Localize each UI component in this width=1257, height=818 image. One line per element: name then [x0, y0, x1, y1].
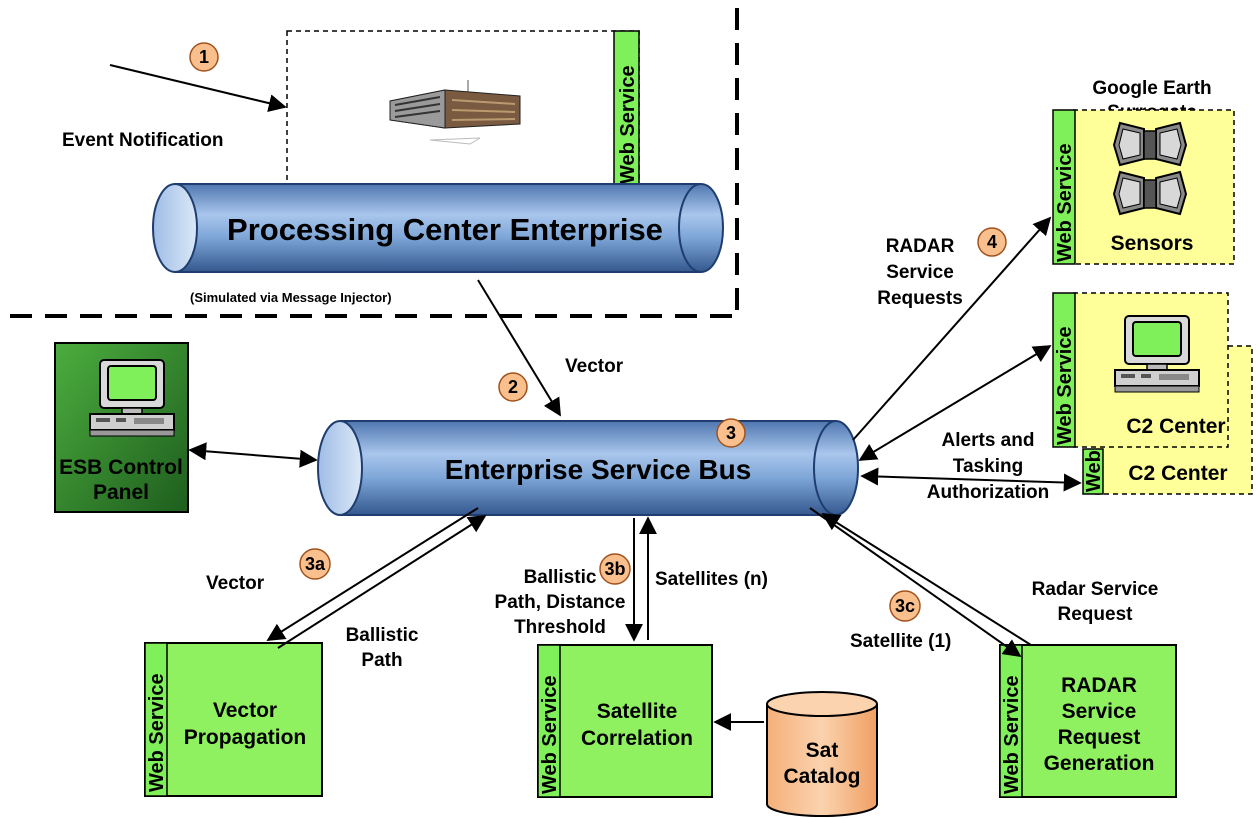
event-notification-label: Event Notification: [62, 130, 224, 151]
vector-top-arrow: [477, 279, 561, 417]
satellite-correlation-box: [537, 644, 713, 798]
vector-left-label: Vector: [206, 573, 265, 594]
simulated-note: (Simulated via Message Injector): [190, 290, 392, 305]
c2-center-arrow-a: [858, 345, 1052, 461]
c2-center-label-a: C2 Center: [1126, 415, 1225, 438]
step-3c-number: 3c: [895, 596, 915, 616]
satellite-1-arrow: [809, 507, 1022, 658]
satellite-correlation-label-2: Correlation: [581, 727, 693, 750]
c2-web-strip-small: [1082, 448, 1104, 495]
esb-computer-icon: [89, 359, 175, 437]
radar-generation-label-3: Request: [1058, 726, 1141, 749]
vector-top-label: Vector: [565, 356, 624, 377]
alerts-label-2: Tasking: [953, 456, 1023, 477]
vector-propagation-label-2: Propagation: [184, 726, 307, 749]
esb-pipe: [317, 420, 859, 516]
satellites-n-label: Satellites (n): [655, 569, 768, 590]
radar-requests-label-3: Requests: [877, 288, 963, 309]
sat-catalog-label-1: Sat: [806, 739, 839, 762]
c2-center-arrow-b: [860, 467, 1082, 492]
satellite-correlation-label-1: Satellite: [597, 700, 678, 723]
step-1-badge: 1: [189, 42, 219, 72]
event-notification-arrow: [109, 64, 287, 112]
radar-generation-label-4: Generation: [1044, 752, 1155, 775]
radar-generation-label-1: RADAR: [1061, 674, 1137, 697]
step-3a-number: 3a: [305, 554, 326, 574]
satellite-1-label: Satellite (1): [850, 631, 951, 652]
processing-center-title: Processing Center Enterprise: [227, 212, 663, 247]
radar-generation-label-2: Service: [1062, 700, 1137, 723]
sat-catalog-label-2: Catalog: [783, 765, 860, 788]
processing-center-pipe: [152, 183, 724, 273]
c2-computer-icon: [1114, 315, 1200, 393]
step-2-badge: 2: [498, 372, 528, 402]
c2-web-label-small: Web: [1083, 450, 1105, 492]
bp-dist-label-2: Path, Distance: [495, 592, 626, 613]
esb-title: Enterprise Service Bus: [445, 454, 752, 485]
vector-left-arrow: [266, 507, 479, 641]
step-3-number: 3: [726, 423, 736, 443]
radar-requests-label-1: RADAR: [886, 236, 955, 257]
step-3b-badge: 3b: [599, 553, 631, 585]
radar-requests-label-2: Service: [886, 262, 954, 283]
vp-web-service-label: Web Service: [146, 673, 168, 792]
bp-dist-label-1: Ballistic: [524, 567, 597, 588]
step-3c-badge: 3c: [889, 590, 921, 622]
radar-generation-box: [999, 644, 1177, 798]
building-icon: [389, 80, 521, 145]
c2-center-label-b: C2 Center: [1128, 462, 1227, 485]
processing-web-service-strip: [613, 30, 640, 187]
step-3b-number: 3b: [604, 559, 625, 579]
step-3-badge: 3: [716, 418, 746, 448]
sc-web-service-label: Web Service: [539, 675, 561, 794]
ballistic-label-1: Ballistic: [346, 625, 419, 646]
vector-propagation-box: [144, 642, 323, 797]
step-1-number: 1: [199, 47, 209, 67]
c2-web-service-strip: [1052, 292, 1076, 448]
google-earth-label-1: Google Earth: [1092, 78, 1211, 99]
step-2-number: 2: [508, 377, 518, 397]
bp-dist-label-3: Threshold: [514, 617, 606, 638]
radar-sr-label-2: Request: [1058, 604, 1134, 625]
sensors-label: Sensors: [1111, 232, 1194, 255]
esb-control-arrow: [188, 442, 318, 468]
alerts-label-1: Alerts and: [942, 430, 1035, 451]
sc-web-service-strip: [537, 644, 561, 798]
step-4-badge: 4: [977, 227, 1007, 257]
step-3a-badge: 3a: [299, 548, 331, 580]
alerts-label-3: Authorization: [927, 482, 1049, 503]
radar-service-request-arrow: [821, 513, 1032, 646]
rg-web-service-label: Web Service: [1001, 675, 1023, 794]
sensors-web-service-strip: [1052, 109, 1076, 265]
processing-web-service-label: Web Service: [617, 65, 639, 184]
sensors-web-service-label: Web Service: [1054, 143, 1076, 262]
sat-catalog-cylinder: [766, 691, 878, 817]
c2-web-service-label: Web Service: [1054, 326, 1076, 445]
vp-web-service-strip: [144, 642, 168, 797]
radar-sr-label-1: Radar Service: [1032, 579, 1159, 600]
step-4-number: 4: [987, 232, 997, 252]
esb-control-label-1: ESB Control: [59, 456, 183, 479]
ballistic-label-2: Path: [361, 650, 402, 671]
vector-propagation-label-1: Vector: [213, 699, 277, 722]
esb-control-label-2: Panel: [93, 481, 149, 504]
ballistic-path-arrow: [277, 515, 487, 649]
